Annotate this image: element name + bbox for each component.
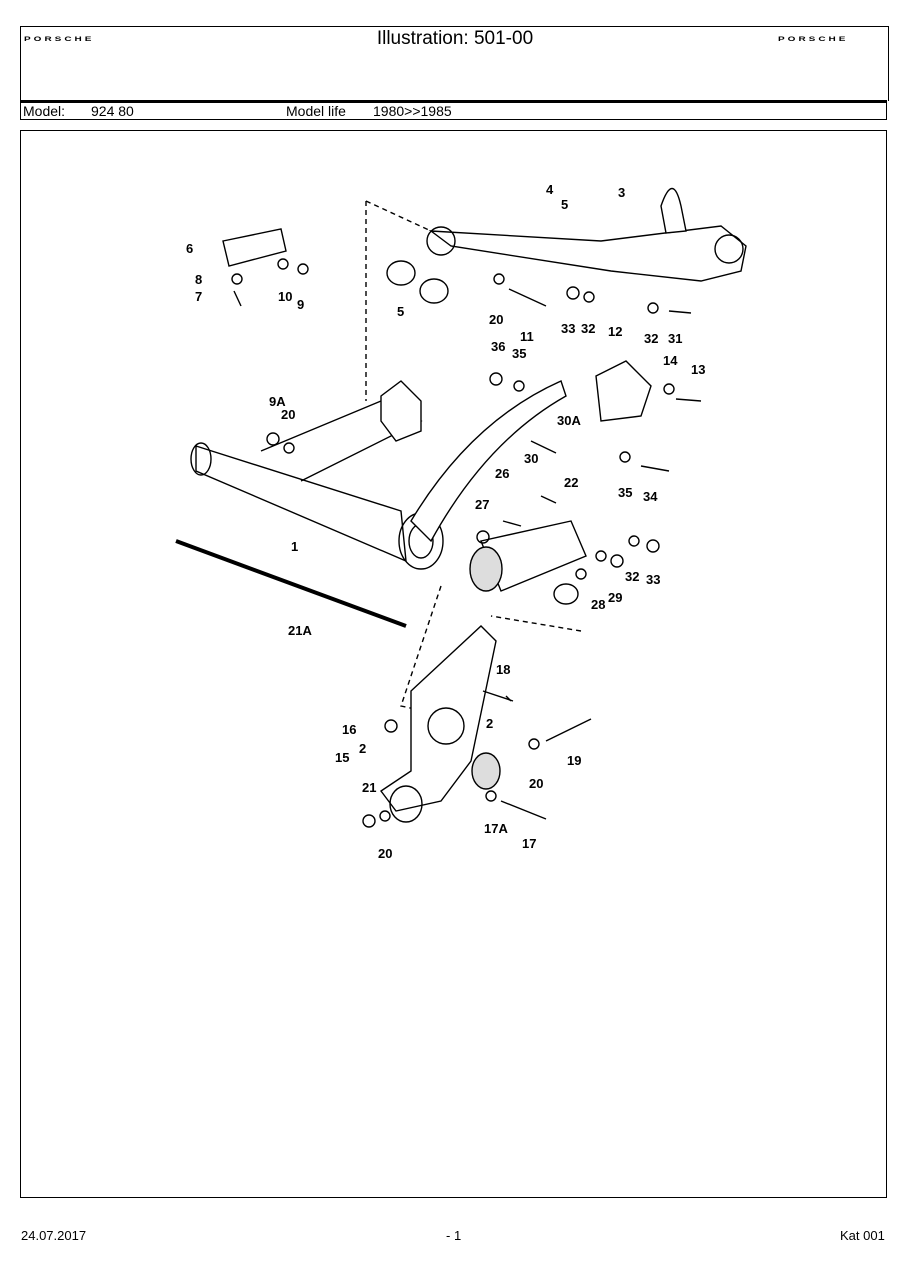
svg-text:29: 29 bbox=[608, 590, 622, 605]
svg-text:34: 34 bbox=[643, 489, 658, 504]
svg-text:7: 7 bbox=[195, 289, 202, 304]
model-life-value: 1980>>1985 bbox=[373, 103, 452, 119]
svg-text:1: 1 bbox=[291, 539, 298, 554]
svg-text:5: 5 bbox=[561, 197, 568, 212]
svg-text:36: 36 bbox=[491, 339, 505, 354]
svg-text:32: 32 bbox=[644, 331, 658, 346]
svg-text:33: 33 bbox=[561, 321, 575, 336]
header-frame bbox=[20, 26, 889, 101]
svg-text:10: 10 bbox=[278, 289, 292, 304]
svg-text:32: 32 bbox=[581, 321, 595, 336]
svg-text:12: 12 bbox=[608, 324, 622, 339]
svg-text:2: 2 bbox=[359, 741, 366, 756]
footer-page: - 1 bbox=[446, 1228, 462, 1243]
svg-text:35: 35 bbox=[512, 346, 526, 361]
svg-text:9: 9 bbox=[297, 297, 304, 312]
svg-text:26: 26 bbox=[495, 466, 509, 481]
svg-text:18: 18 bbox=[496, 662, 510, 677]
svg-text:28: 28 bbox=[591, 597, 605, 612]
svg-text:22: 22 bbox=[564, 475, 578, 490]
svg-text:8: 8 bbox=[195, 272, 202, 287]
svg-text:35: 35 bbox=[618, 485, 632, 500]
svg-text:33: 33 bbox=[646, 572, 660, 587]
model-bar: Model: 924 80 Model life 1980>>1985 bbox=[20, 100, 887, 120]
svg-text:30A: 30A bbox=[557, 413, 581, 428]
svg-text:17A: 17A bbox=[484, 821, 508, 836]
svg-text:32: 32 bbox=[625, 569, 639, 584]
svg-text:20: 20 bbox=[489, 312, 503, 327]
svg-text:31: 31 bbox=[668, 331, 682, 346]
svg-text:20: 20 bbox=[281, 407, 295, 422]
svg-text:6: 6 bbox=[186, 241, 193, 256]
svg-text:20: 20 bbox=[378, 846, 392, 861]
model-life-label: Model life bbox=[286, 103, 346, 119]
svg-text:20: 20 bbox=[529, 776, 543, 791]
footer-catalog: Kat 001 bbox=[840, 1228, 885, 1243]
svg-text:11: 11 bbox=[520, 329, 534, 344]
svg-text:21A: 21A bbox=[288, 623, 312, 638]
model-label: Model: bbox=[23, 103, 66, 119]
model-value: 924 80 bbox=[91, 103, 134, 119]
svg-text:15: 15 bbox=[335, 750, 349, 765]
svg-text:21: 21 bbox=[362, 780, 376, 795]
svg-text:30: 30 bbox=[524, 451, 538, 466]
svg-text:2: 2 bbox=[486, 716, 493, 731]
svg-text:27: 27 bbox=[475, 497, 489, 512]
porsche-logo-left: PORSCHE bbox=[24, 36, 95, 43]
footer-date: 24.07.2017 bbox=[21, 1228, 87, 1243]
svg-text:3: 3 bbox=[618, 185, 625, 200]
porsche-logo-right: PORSCHE bbox=[778, 36, 849, 43]
svg-text:14: 14 bbox=[663, 353, 678, 368]
svg-text:5: 5 bbox=[397, 304, 404, 319]
svg-text:4: 4 bbox=[546, 182, 554, 197]
illustration-title: Illustration: 501-00 bbox=[376, 28, 534, 49]
svg-text:16: 16 bbox=[342, 722, 356, 737]
svg-text:9A: 9A bbox=[269, 394, 286, 409]
svg-text:19: 19 bbox=[567, 753, 581, 768]
svg-text:13: 13 bbox=[691, 362, 705, 377]
svg-text:17: 17 bbox=[522, 836, 536, 851]
